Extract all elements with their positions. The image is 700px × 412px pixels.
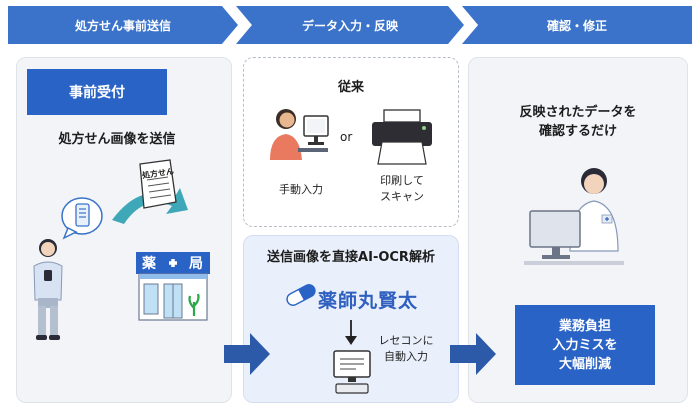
step-banner-input: データ入力・反映	[236, 6, 464, 44]
result-line2: 入力ミスを	[552, 337, 618, 353]
down-arrow-icon	[345, 320, 357, 345]
result-line3: 大幅削減	[558, 356, 611, 372]
step-banner-send: 処方せん事前送信	[8, 6, 238, 44]
reception-title-box: 事前受付	[27, 69, 167, 115]
pharmacy-building-icon	[136, 252, 210, 321]
reception-title: 事前受付	[69, 85, 125, 101]
step-banner-confirm: 確認・修正	[462, 6, 692, 44]
conventional-heading: 従来	[337, 80, 364, 95]
send-image-subtitle: 処方せん画像を送信	[58, 132, 176, 147]
step-label: データ入力・反映	[301, 18, 398, 33]
chat-bubble-icon	[61, 197, 103, 240]
prescription-document-icon	[139, 159, 177, 209]
result-box: 業務負担 入力ミスを 大幅削減	[515, 305, 655, 385]
print-scan-label-line1: 印刷して	[380, 174, 424, 187]
or-label: or	[340, 130, 353, 144]
ai-ocr-heading: 送信画像を直接AI-OCR解析	[267, 250, 435, 265]
result-line1: 業務負担	[558, 318, 611, 334]
rececon-label-line2: 自動入力	[384, 350, 428, 363]
brand-name: 薬師丸賢太	[318, 290, 419, 312]
woman-with-smartphone-icon	[33, 239, 63, 340]
rececon-label-line1: レセコンに	[378, 334, 434, 347]
print-scan-label-line2: スキャン	[380, 190, 424, 203]
pharmacist-at-computer-icon	[524, 168, 624, 265]
panel-ai-ocr	[243, 235, 459, 403]
step-label: 確認・修正	[546, 18, 607, 33]
confirm-heading-line1: 反映されたデータを	[519, 105, 637, 120]
pharmacy-sign-right: 局	[189, 256, 203, 272]
flow-arrow-right-icon	[224, 333, 270, 375]
flow-arrow-right-icon	[450, 333, 496, 375]
capsule-pill-icon	[286, 284, 316, 306]
pharmacy-sign-left: 薬	[142, 256, 156, 272]
desktop-computer-icon	[333, 350, 371, 394]
step-label: 処方せん事前送信	[74, 18, 171, 33]
manual-input-label: 手動入力	[279, 183, 323, 196]
printer-icon	[372, 109, 432, 165]
person-at-computer-icon	[270, 109, 329, 160]
confirm-heading-line2: 確認するだけ	[538, 124, 617, 139]
